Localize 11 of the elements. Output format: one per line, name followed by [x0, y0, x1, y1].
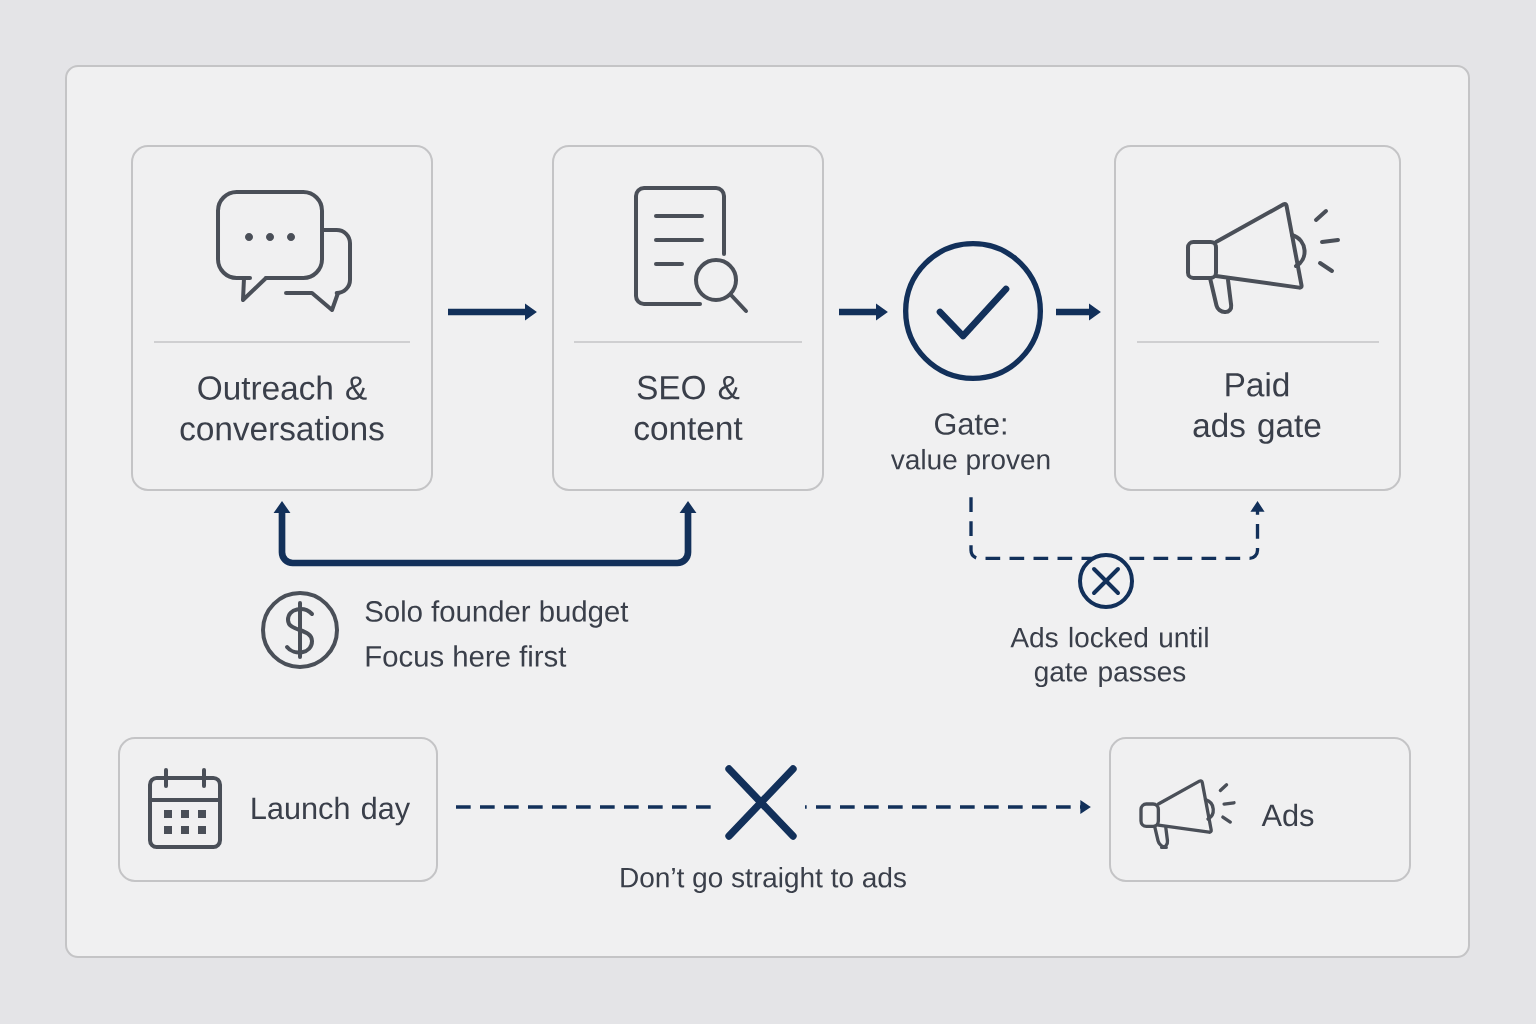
label-text: Ads locked until gate passes — [1010, 626, 1208, 688]
label-text: Focus here first — [366, 645, 567, 667]
label-text: Don’t go straight to ads — [621, 866, 906, 894]
card: Ads — [1109, 737, 1411, 882]
label-text: Solo founder budget — [365, 600, 629, 628]
node-label: Gate: — [935, 413, 1006, 435]
card: Launch day — [118, 737, 438, 882]
card: Outreach & conversations — [131, 145, 433, 491]
card: SEO & content — [552, 145, 824, 491]
card: Paid ads gate — [1114, 145, 1401, 491]
node-label: value proven — [890, 448, 1050, 476]
